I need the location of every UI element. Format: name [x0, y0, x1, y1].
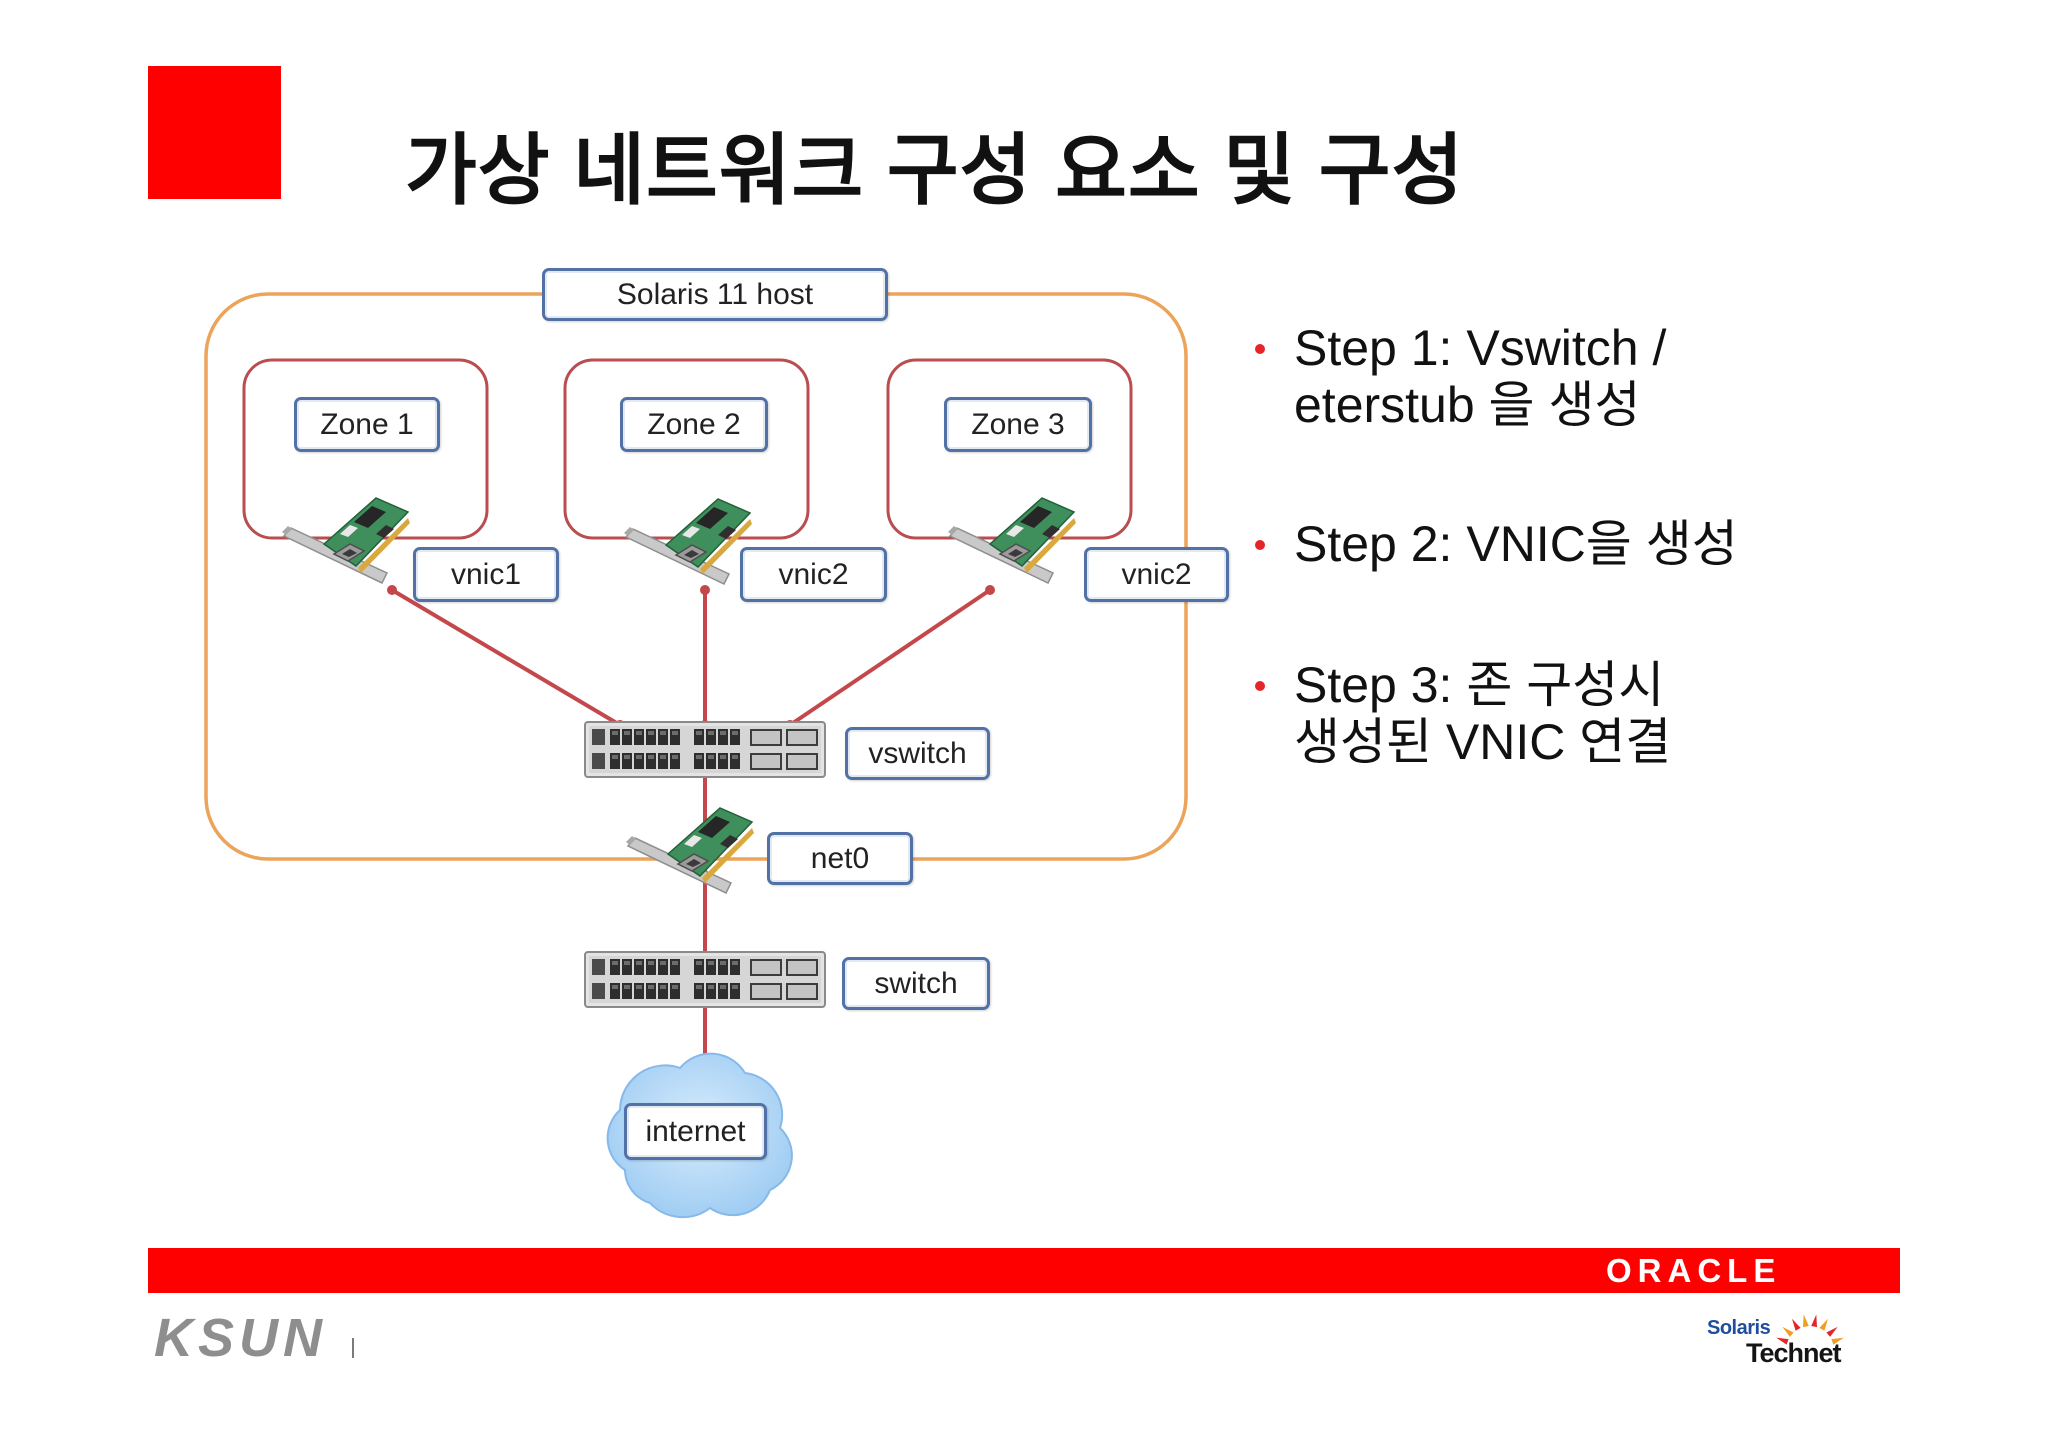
switch-label: switch: [842, 957, 990, 1010]
technet-logo-technet-text: Technet: [1746, 1338, 1842, 1368]
footer-separator: [352, 1338, 354, 1358]
zone-2-label: Zone 2: [620, 397, 768, 452]
net0-label: net0: [767, 832, 913, 885]
vnic2-zone3-label: vnic2: [1084, 547, 1229, 602]
bullet-line: Step 3: 존 구성시: [1294, 657, 1665, 713]
sunburst-ray: [1826, 1326, 1838, 1337]
sunburst-ray: [1803, 1314, 1809, 1328]
bullet-line: Step 2: VNIC을 생성: [1294, 516, 1738, 572]
bullet-line: eterstub 을 생성: [1294, 377, 1641, 433]
internet-label: internet: [624, 1103, 767, 1160]
solaris-host-label: Solaris 11 host: [542, 268, 888, 321]
solaris-technet-logo: Solaris Technet: [1700, 1306, 1856, 1370]
vnic1-card-icon: [281, 497, 411, 584]
vnic2-label: vnic2: [740, 547, 887, 602]
bullet-dot-icon: [1255, 540, 1265, 550]
bullet-text: Step 1: Vswitch / eterstub 을 생성: [1294, 320, 1666, 434]
zone-1-label: Zone 1: [294, 397, 440, 452]
link-vnic2-zone3-vswitch: [788, 588, 992, 727]
corner-accent-square: [148, 66, 281, 199]
bullet-line: Step 1: Vswitch /: [1294, 320, 1667, 376]
bullet-text: Step 3: 존 구성시 생성된 VNIC 연결: [1294, 657, 1671, 771]
ksun-logo: KSUN: [154, 1308, 328, 1368]
vnic2-card-icon: [623, 498, 753, 585]
sunburst-ray: [1831, 1337, 1844, 1345]
sunburst-ray: [1792, 1318, 1801, 1331]
slide-title: 가상 네트워크 구성 요소 및 구성: [405, 126, 1465, 214]
link-vnic1-vswitch: [390, 588, 622, 727]
sunburst-ray: [1819, 1318, 1828, 1331]
bullet-line: 생성된 VNIC 연결: [1294, 714, 1672, 770]
sunburst-ray: [1811, 1314, 1817, 1328]
link-endpoint-dot: [985, 585, 995, 595]
sunburst-ray: [1776, 1337, 1789, 1345]
switch-device-icon: [584, 951, 826, 1008]
sunburst-ray: [1782, 1326, 1794, 1337]
link-endpoint-dot: [387, 585, 397, 595]
technet-logo-solaris-text: Solaris: [1707, 1317, 1771, 1339]
bullet-dot-icon: [1255, 681, 1265, 691]
vnic2-zone3-card-icon: [947, 497, 1077, 584]
vswitch-label: vswitch: [845, 727, 990, 780]
footer-bar: ORACLE: [148, 1248, 1900, 1293]
bullet-dot-icon: [1255, 344, 1265, 354]
bullet-text: Step 2: VNIC을 생성: [1294, 516, 1738, 573]
oracle-logo: ORACLE: [1606, 1252, 1782, 1289]
zone-3-label: Zone 3: [944, 397, 1092, 452]
link-endpoint-dot: [700, 585, 710, 595]
sunburst-icon: [1776, 1314, 1844, 1345]
vnic1-label: vnic1: [413, 547, 559, 602]
vswitch-device-icon: [584, 721, 826, 778]
net0-card-icon: [625, 807, 755, 894]
